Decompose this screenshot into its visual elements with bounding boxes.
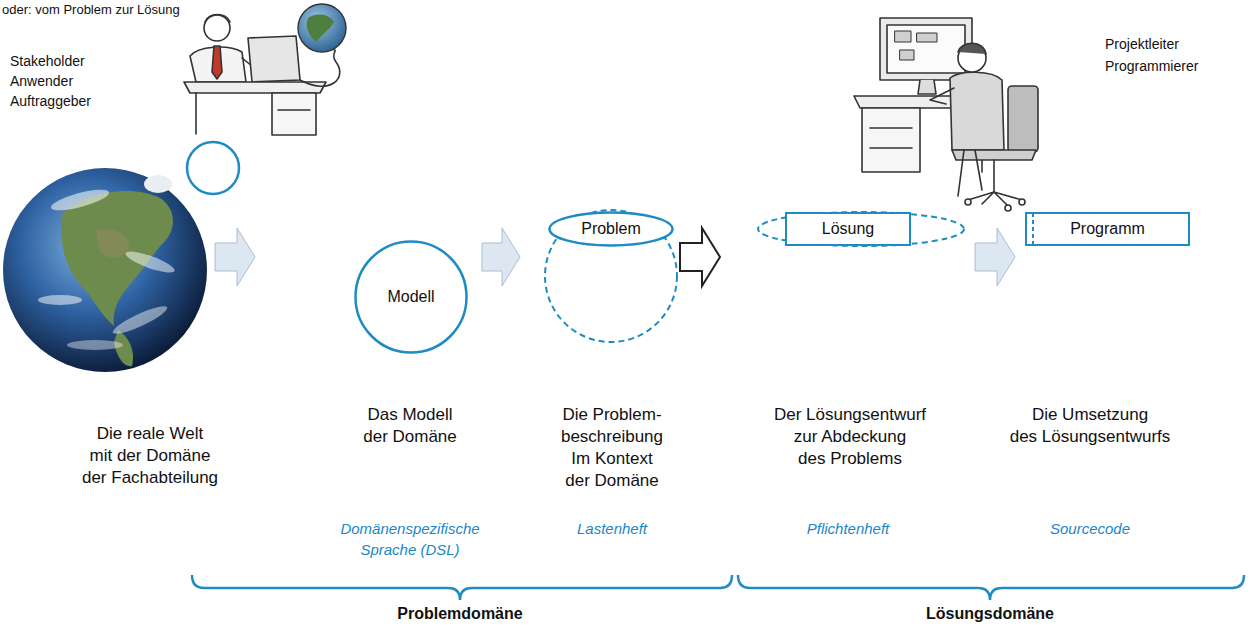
role-label: Auftraggeber <box>10 90 91 112</box>
model-circle: Modell <box>354 240 468 354</box>
role-label: Projektleiter <box>1105 33 1179 55</box>
node-text: Problem <box>581 220 641 238</box>
node-text: Lösung <box>822 220 875 238</box>
circle-outline <box>356 242 467 353</box>
block-arrow <box>482 228 520 286</box>
artifact-label: Sourcecode <box>1050 518 1130 540</box>
stakeholder-figure <box>184 15 340 136</box>
domain-bracket <box>738 575 1244 600</box>
small-globe <box>298 4 346 52</box>
role-label: Programmierer <box>1105 55 1198 77</box>
domain-label: Problemdomäne <box>397 603 522 625</box>
role-label: oder: vom Problem zur Lösung <box>2 0 180 21</box>
block-arrow <box>680 228 720 286</box>
artifact-label: Lastenheft <box>577 518 647 540</box>
margin-line <box>1032 213 1034 245</box>
description-text: Die Problem- beschreibung Im Kontext der… <box>559 404 666 492</box>
description-text: Die Umsetzung des Lösungsentwurfs <box>1004 404 1176 448</box>
role-label: Stakeholder <box>10 50 85 72</box>
artifact-label: Domänenspezifische Sprache (DSL) <box>334 518 486 560</box>
block-arrow <box>215 228 255 286</box>
domain-bracket <box>192 575 732 600</box>
description-text: Das Modell der Domäne <box>355 404 465 448</box>
artifact-label: Pflichtenheft <box>807 518 890 540</box>
node-text: Programm <box>1070 220 1145 238</box>
domain-label: Lösungsdomäne <box>926 603 1054 625</box>
ellipse-outline <box>550 213 673 246</box>
developer-figure <box>854 18 1038 211</box>
box-outline <box>786 213 910 245</box>
problem-ellipse: Problem <box>548 211 674 247</box>
node-text: Modell <box>387 288 434 306</box>
problem-context-circle <box>545 210 677 342</box>
process-box: Lösung <box>785 212 911 246</box>
block-arrow <box>975 228 1015 286</box>
description-text: Die reale Welt mit der Domäne der Fachab… <box>79 423 221 489</box>
role-label: Anwender <box>10 70 73 92</box>
solution-context-ellipse <box>758 212 964 246</box>
earth-globe <box>3 168 207 372</box>
description-text: Der Lösungsentwurf zur Abdeckung des Pro… <box>768 404 933 470</box>
box-outline <box>1026 213 1189 245</box>
process-box: Programm <box>1025 212 1190 246</box>
focus-circle <box>187 142 239 194</box>
